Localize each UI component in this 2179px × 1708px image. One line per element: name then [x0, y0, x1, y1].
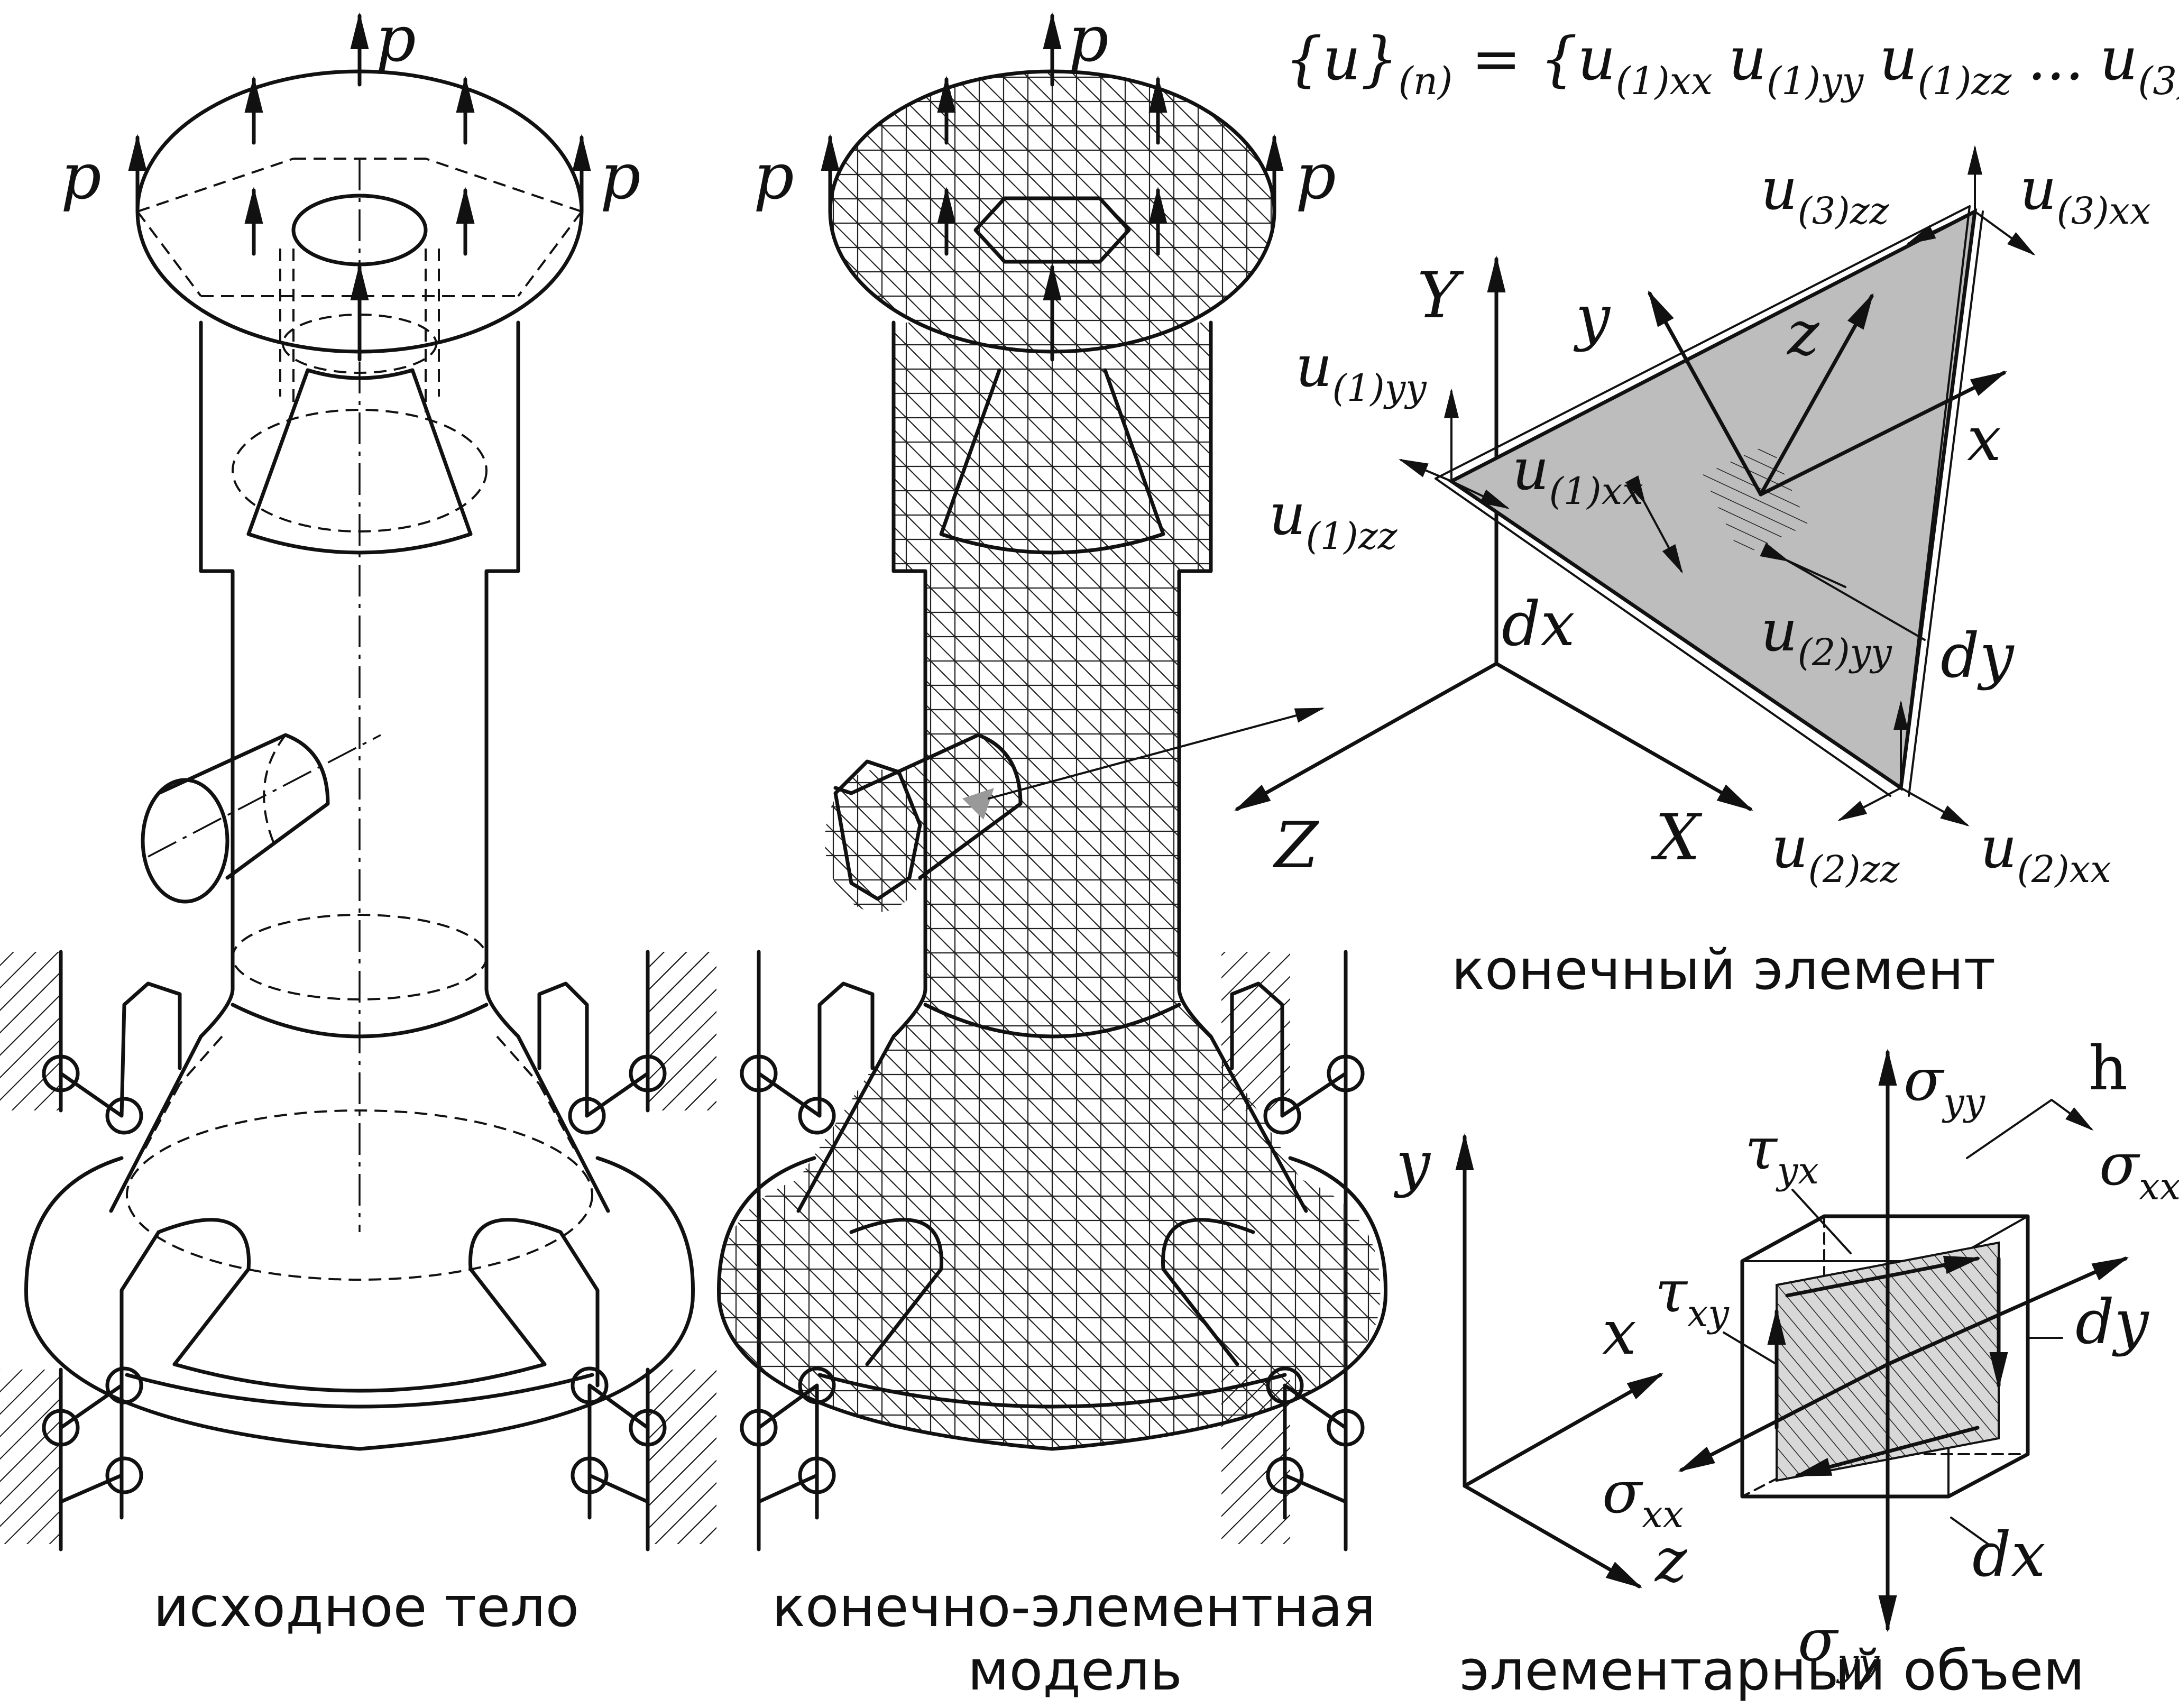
fe-model: p p p конечно-элементная модель: [648, 3, 1387, 1703]
finite-element: Y Z X y z x dx dy u(3)zz u(3)xx u(1)yy: [1234, 145, 2151, 1002]
svg-text:u(3)xx: u(3)xx: [2020, 157, 2151, 233]
ground-hatch-left: [0, 950, 63, 1551]
mesh-grid: [719, 71, 1381, 1449]
caption-elementary-volume: элементарный объем: [1459, 1638, 2085, 1703]
svg-text:σyy: σyy: [1798, 1606, 1880, 1684]
label-volume-z: z: [1654, 1525, 1688, 1596]
label-volume-dy: dy: [2075, 1287, 2150, 1358]
label-Y: Y: [1417, 259, 1464, 333]
label-X: X: [1651, 801, 1703, 875]
load-label-top-mid: p: [1068, 3, 1109, 76]
load-label-left: p: [61, 140, 102, 214]
caption-fe-model-line2: модель: [968, 1638, 1182, 1703]
svg-text:u(1)zz: u(1)zz: [1269, 482, 1398, 558]
svg-text:σxx: σxx: [2099, 1131, 2179, 1208]
label-volume-x: x: [1602, 1298, 1636, 1369]
label-volume-dx: dx: [1972, 1520, 2045, 1591]
triangle-element: [1448, 208, 1978, 792]
side-nozzle: [141, 733, 381, 904]
supports-mid: [740, 981, 1365, 1520]
elementary-volume: y x z h dy dx σyy σyy σxx σxx τyx τxy: [1393, 1033, 2179, 1703]
svg-text:σxx: σxx: [1602, 1458, 1684, 1536]
load-label-right-mid: p: [1295, 140, 1336, 214]
load-label-top: p: [375, 3, 416, 76]
svg-text:u(2)yy: u(2)yy: [1761, 598, 1892, 674]
label-local-y: y: [1573, 282, 1611, 353]
load-arrows-left: [128, 12, 591, 362]
caption-original-body: исходное тело: [153, 1575, 579, 1639]
svg-text:{u}(n) = {u(1)xxu(1)yyu(1)zz..: {u}(n) = {u(1)xxu(1)yyu(1)zz...u(3)zz}: [1285, 25, 2179, 103]
load-label-left-mid: p: [753, 140, 794, 214]
label-local-x: x: [1967, 404, 2001, 475]
original-body: p p p исходное тело: [0, 3, 716, 1639]
displacement-vector-formula: {u}(n) = {u(1)xxu(1)yyu(1)zz...u(3)zz}: [1285, 25, 2179, 103]
caption-fe-model-line1: конечно-элементная: [772, 1575, 1376, 1639]
ground-hatch-mid: [648, 950, 1348, 1551]
svg-text:u(1)xx: u(1)xx: [1512, 437, 1643, 513]
axis-X: [1494, 662, 1754, 811]
axis-Z: [1234, 662, 1498, 811]
svg-text:σyy: σyy: [1904, 1046, 1986, 1124]
label-local-z: z: [1786, 298, 1820, 369]
supports-left: [42, 981, 182, 1520]
label-volume-y: y: [1393, 1128, 1431, 1199]
svg-text:u(2)xx: u(2)xx: [1980, 815, 2111, 891]
label-Z: Z: [1272, 809, 1320, 883]
label-element-dy: dy: [1941, 621, 2015, 692]
svg-text:τyx: τyx: [1745, 1115, 1819, 1192]
load-label-right: p: [600, 140, 641, 214]
svg-text:u(3)zz: u(3)zz: [1761, 157, 1890, 233]
svg-text:u(1)yy: u(1)yy: [1295, 334, 1427, 410]
svg-text:u(2)zz: u(2)zz: [1771, 815, 1900, 891]
caption-finite-element: конечный элемент: [1451, 938, 1996, 1002]
label-element-dx: dx: [1502, 589, 1575, 660]
label-volume-h: h: [2089, 1033, 2128, 1104]
svg-text:τxy: τxy: [1655, 1257, 1730, 1335]
load-arrows-mid: [821, 12, 1284, 362]
supports-right: [537, 981, 667, 1520]
